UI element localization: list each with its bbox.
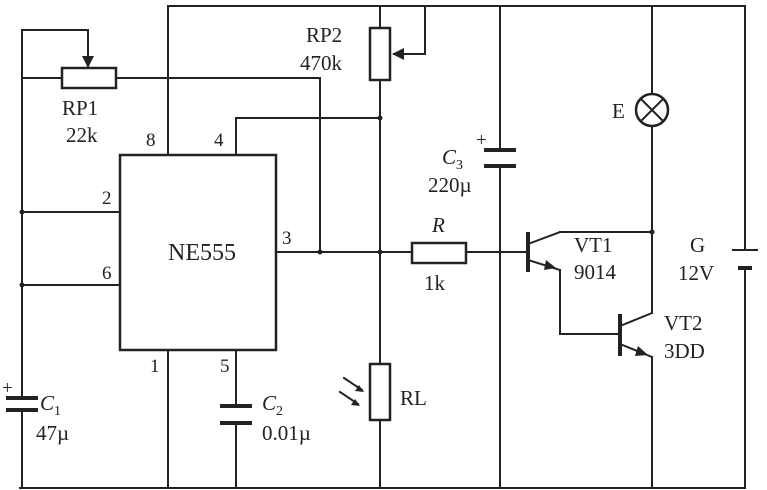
vt2-value: 3DD [664, 339, 705, 363]
capacitor-c3: + C3 220µ [428, 130, 516, 197]
c3-polarity: + [476, 130, 487, 151]
pin-5-label: 5 [220, 356, 230, 377]
lamp-e: E [612, 92, 670, 128]
transistor-vt2: VT2 3DD [618, 311, 705, 363]
pin-2-label: 2 [102, 188, 112, 209]
chip-label: NE555 [168, 240, 236, 266]
lamp-name: E [612, 99, 625, 123]
vt1-value: 9014 [574, 260, 617, 284]
transistor-vt1: VT1 9014 [526, 230, 617, 284]
vt1-name: VT1 [574, 233, 613, 257]
ne555-chip: NE555 8 4 2 6 3 1 5 [102, 130, 292, 377]
c2-name: C [262, 391, 277, 415]
r-name: R [431, 213, 445, 237]
pin-1-label: 1 [150, 356, 160, 377]
c1-sub: 1 [54, 404, 61, 419]
vt2-name: VT2 [664, 311, 703, 335]
c3-label: C3 [442, 145, 463, 173]
c2-sub: 2 [276, 404, 283, 419]
capacitor-c1: + C1 47µ [2, 378, 69, 445]
pin-6-label: 6 [102, 263, 112, 284]
rp1-name: RP1 [62, 96, 98, 120]
c1-label: C1 [40, 391, 61, 419]
junctions [19, 115, 655, 288]
r-value: 1k [424, 271, 446, 295]
rp1-potentiometer: RP1 22k [60, 51, 118, 147]
battery-g: G 12V [678, 233, 758, 285]
c2-value: 0.01µ [262, 421, 311, 445]
c1-name: C [40, 391, 55, 415]
rp2-value: 470k [300, 51, 343, 75]
battery-name: G [690, 233, 705, 257]
c3-name: C [442, 145, 457, 169]
pin-3-label: 3 [282, 228, 292, 249]
wires [19, 5, 746, 489]
pin-8-label: 8 [146, 130, 156, 151]
rp2-potentiometer: RP2 470k [300, 23, 404, 82]
battery-value: 12V [678, 261, 714, 285]
resistor-r: R 1k [410, 213, 468, 295]
c3-value: 220µ [428, 173, 472, 197]
rl-name: RL [400, 386, 427, 410]
rl-photoresistor: RL [338, 362, 427, 422]
capacitor-c2: C2 0.01µ [220, 391, 311, 445]
c3-sub: 3 [456, 158, 463, 173]
rp2-name: RP2 [306, 23, 342, 47]
rp1-value: 22k [66, 123, 98, 147]
c1-polarity: + [2, 378, 13, 399]
pin-4-label: 4 [214, 130, 224, 151]
c2-label: C2 [262, 391, 283, 419]
c1-value: 47µ [36, 421, 69, 445]
